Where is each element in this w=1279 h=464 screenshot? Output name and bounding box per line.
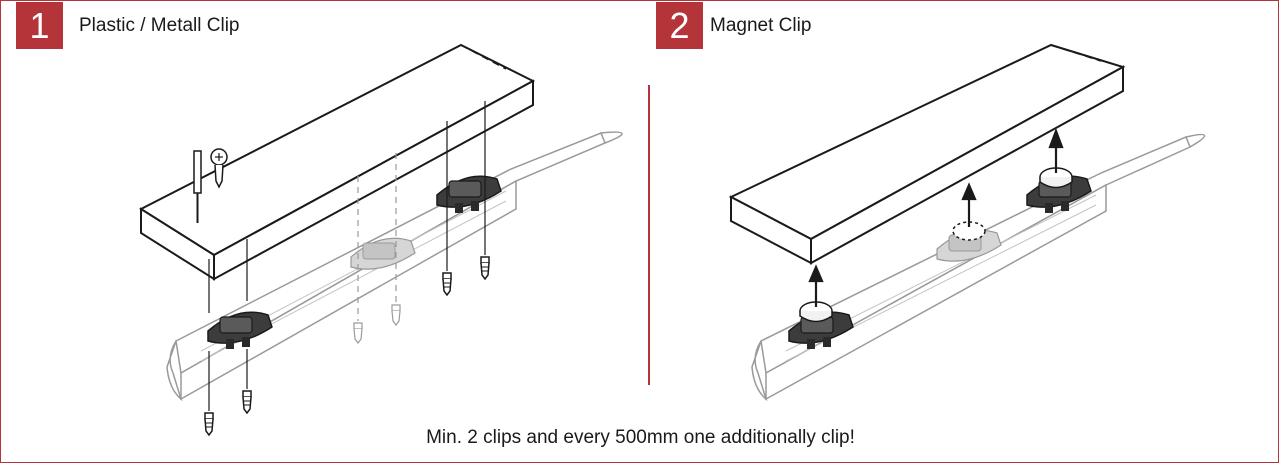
screw-3 [442,272,452,296]
step-2-title: Magnet Clip [710,15,812,36]
footer-note: Min. 2 clips and every 500mm one additio… [426,427,855,448]
rail-left [166,131,623,402]
lift-arrows [808,127,1064,307]
panel-2-illustration [728,43,1206,402]
panel-1-illustration [138,43,623,436]
screwdriver-icon [193,150,202,223]
board-right [728,43,1126,265]
magnet-ghost [952,221,986,241]
screw-4 [480,256,490,280]
screw-icon [210,148,228,189]
screw-guide-lines [208,101,486,411]
step-1-title: Plastic / Metall Clip [79,15,240,36]
screw-ghost-2 [391,304,401,326]
step-2-badge: 2 [656,2,703,49]
board-left [138,43,536,281]
screw-2 [242,390,252,414]
step-1-badge: 1 [16,2,63,49]
screw-ghost-1 [353,322,363,344]
panel-divider [648,85,650,385]
